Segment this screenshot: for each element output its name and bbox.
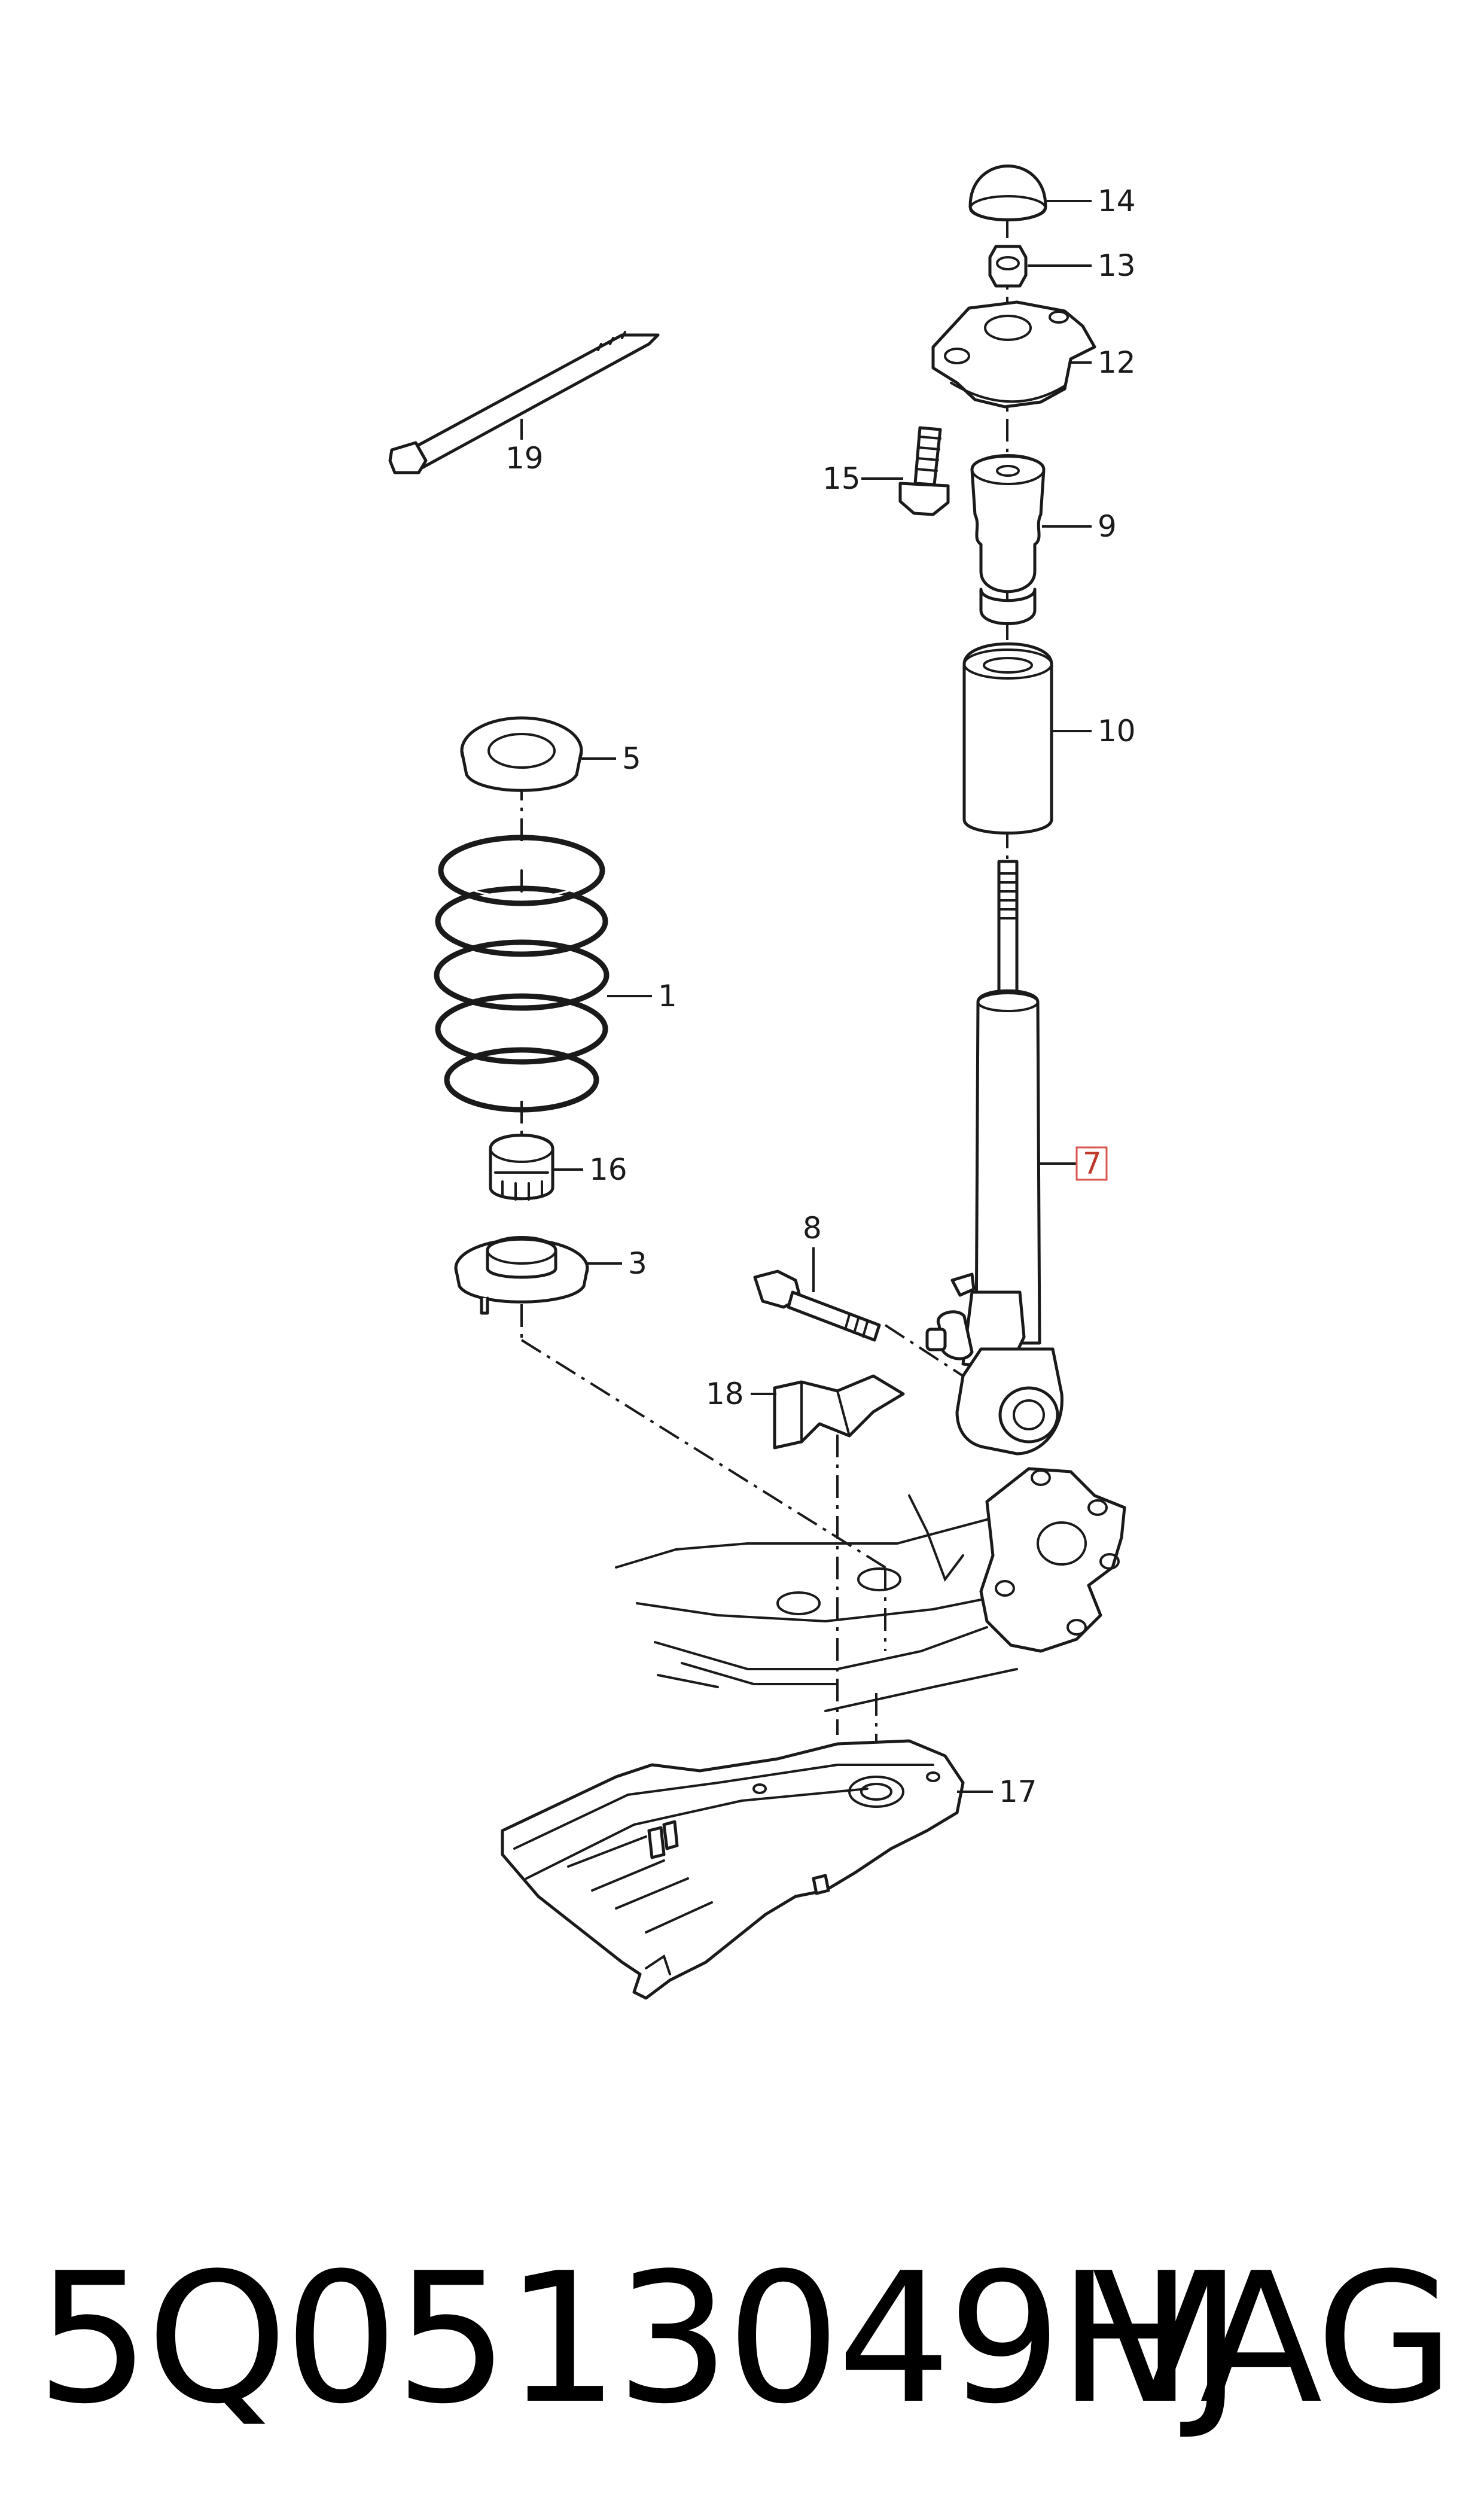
spring-seat-part-3 — [454, 1236, 589, 1315]
part-footer: 5Q0513049HJ VAG — [0, 2213, 1484, 2489]
callout-3: 3 — [628, 1246, 647, 1281]
part-number-text: 5Q0513049HJ — [36, 2234, 1242, 2443]
underbody-panel-part-17 — [501, 1739, 965, 2000]
exploded-parts-diagram: 14 13 12 15 9 10 7 5 1 16 3 8 18 17 19 — [388, 165, 1136, 2000]
callout-13: 13 — [1098, 248, 1136, 283]
callout-16: 16 — [589, 1152, 627, 1187]
spring-seat-part-5 — [460, 716, 583, 792]
callout-5: 5 — [622, 741, 641, 776]
callout-labels: 14 13 12 15 9 10 7 5 1 16 3 8 18 17 19 — [505, 184, 1136, 1809]
cap-part-14 — [968, 165, 1047, 221]
top-mount-part-12 — [931, 300, 1096, 409]
callout-10: 10 — [1098, 714, 1136, 748]
nut-part-13 — [988, 245, 1028, 288]
bracket-part-18 — [773, 1374, 905, 1450]
coil-spring-part-1 — [434, 835, 610, 1113]
cable-tie-part-19 — [388, 331, 660, 474]
protective-sleeve-part-10 — [962, 642, 1053, 835]
callout-7: 7 — [1083, 1146, 1102, 1181]
brand-text: VAG — [1092, 2234, 1455, 2443]
callout-9: 9 — [1098, 509, 1117, 544]
bump-stop-part-9 — [970, 454, 1046, 625]
callout-1: 1 — [658, 979, 677, 1013]
bolt-part-8 — [753, 1269, 881, 1342]
callout-19: 19 — [505, 441, 544, 476]
callout-7-highlight-box — [1075, 1146, 1108, 1181]
leader-lines — [520, 200, 1092, 1793]
bolt-part-15 — [898, 426, 950, 516]
callout-14: 14 — [1098, 184, 1136, 218]
callout-8: 8 — [803, 1211, 822, 1246]
spring-insert-part-16 — [489, 1134, 554, 1201]
callout-18: 18 — [706, 1377, 744, 1411]
callout-15: 15 — [822, 461, 861, 496]
axle-beam-context — [615, 1467, 1126, 1712]
callout-12: 12 — [1098, 345, 1136, 380]
shock-absorber-part-7 — [925, 860, 1064, 1456]
callout-17: 17 — [999, 1774, 1037, 1809]
